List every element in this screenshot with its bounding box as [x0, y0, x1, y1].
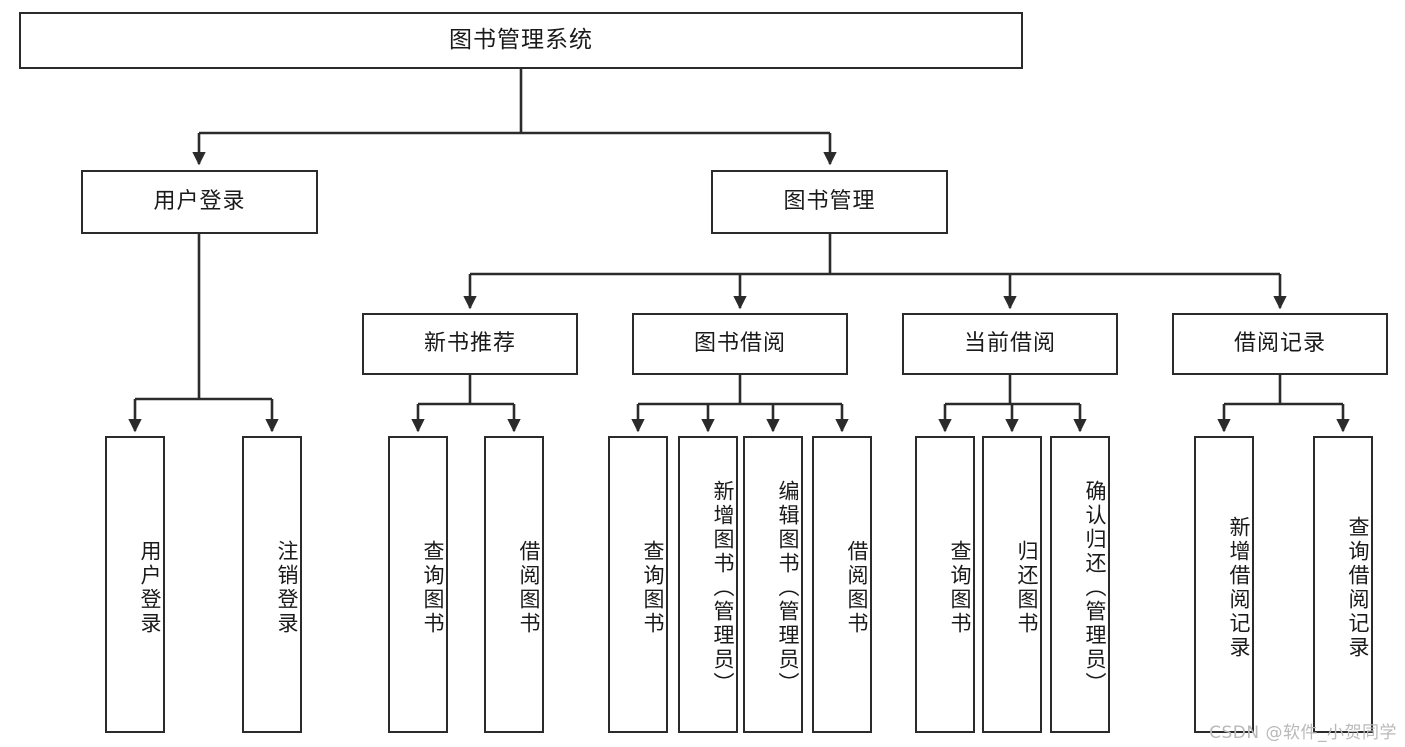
- leaf-borrow-book-recommend[interactable]: 借阅图书: [484, 436, 544, 733]
- leaf-return-book[interactable]: 归还图书: [982, 436, 1042, 733]
- leaf-user-login[interactable]: 用户登录: [105, 436, 165, 733]
- leaf-add-borrow-record[interactable]: 新增借阅记录: [1194, 436, 1254, 733]
- node-current-borrow[interactable]: 当前借阅: [902, 313, 1118, 375]
- node-new-book-recommend[interactable]: 新书推荐: [362, 313, 578, 375]
- leaf-logout[interactable]: 注销登录: [242, 436, 302, 733]
- leaf-query-borrow-record[interactable]: 查询借阅记录: [1313, 436, 1373, 733]
- leaf-borrow-book[interactable]: 借阅图书: [812, 436, 872, 733]
- node-root-book-management-system[interactable]: 图书管理系统: [19, 12, 1023, 69]
- node-user-login[interactable]: 用户登录: [81, 170, 318, 234]
- leaf-edit-book-admin[interactable]: 编辑图书（管理员）: [743, 436, 803, 733]
- leaf-confirm-return-admin[interactable]: 确认归还（管理员）: [1050, 436, 1110, 733]
- leaf-add-book-admin[interactable]: 新增图书（管理员）: [678, 436, 738, 733]
- leaf-query-book-current[interactable]: 查询图书: [915, 436, 975, 733]
- node-book-management[interactable]: 图书管理: [711, 170, 948, 234]
- csdn-watermark: CSDN @软件_小贺同学: [1209, 723, 1397, 743]
- leaf-query-book-recommend[interactable]: 查询图书: [388, 436, 448, 733]
- node-book-borrow[interactable]: 图书借阅: [632, 313, 848, 375]
- node-borrow-record[interactable]: 借阅记录: [1172, 313, 1388, 375]
- leaf-query-book-borrow[interactable]: 查询图书: [608, 436, 668, 733]
